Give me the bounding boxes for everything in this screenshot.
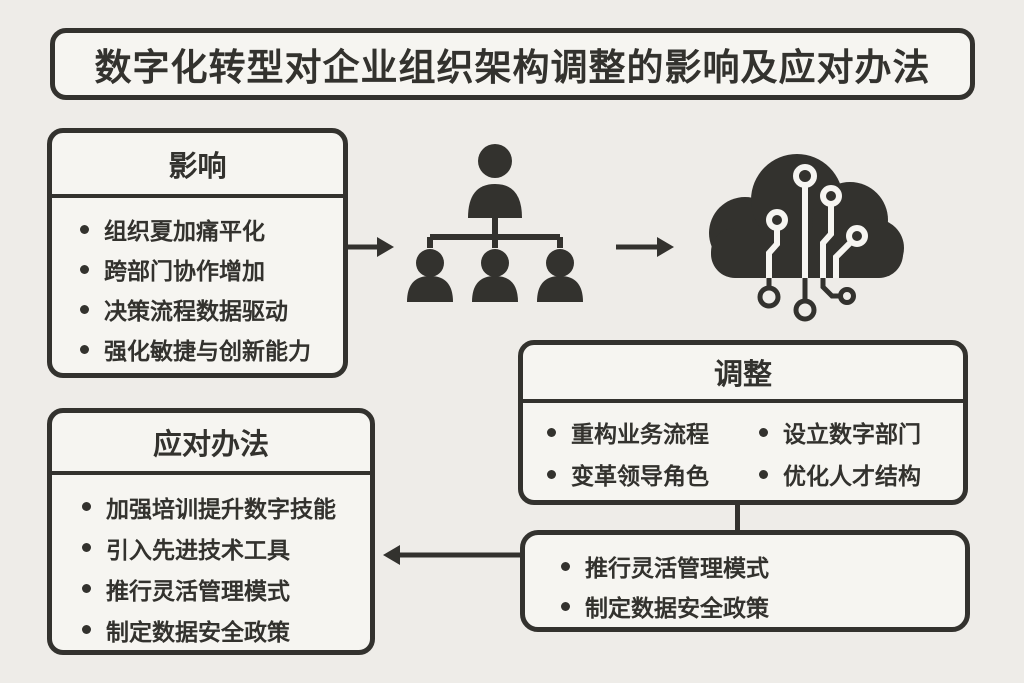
list-item-label: 组织夏加痛平化 <box>104 218 265 244</box>
list-item-label: 推行灵活管理模式 <box>585 555 769 581</box>
bullet-dot-icon <box>759 427 768 437</box>
list-item-label: 优化人才结构 <box>783 463 921 489</box>
bullet-dot-icon <box>759 469 768 479</box>
list-item-label: 变革领导角色 <box>571 463 709 489</box>
bullet-dot-icon <box>80 344 89 354</box>
list-item-label: 加强培训提升数字技能 <box>106 495 336 522</box>
list-item: 引入先进技术工具 <box>82 527 370 568</box>
response-list: 加强培训提升数字技能 引入先进技术工具 推行灵活管理模式 制定数据安全政策 <box>52 475 370 650</box>
list-item-label: 重构业务流程 <box>571 421 709 447</box>
list-item: 制定数据安全政策 <box>561 586 965 626</box>
arrow-right-icon <box>346 237 394 257</box>
bullet-dot-icon <box>80 304 89 314</box>
impact-list: 组织夏加痛平化 跨部门协作增加 决策流程数据驱动 强化敏捷与创新能力 <box>52 198 343 369</box>
list-item-label: 推行灵活管理模式 <box>106 577 290 604</box>
list-item: 推行灵活管理模式 <box>561 546 965 586</box>
connector-line <box>735 503 740 532</box>
list-item-label: 设立数字部门 <box>783 421 921 447</box>
response-panel: 应对办法 加强培训提升数字技能 引入先进技术工具 推行灵活管理模式 制定数据安全… <box>47 408 375 655</box>
list-item: 设立数字部门 <box>759 411 921 453</box>
list-item: 组织夏加痛平化 <box>80 209 343 249</box>
list-item: 重构业务流程 <box>547 411 759 453</box>
list-item: 强化敏捷与创新能力 <box>80 329 343 369</box>
list-item-label: 制定数据安全政策 <box>585 595 769 621</box>
bullet-dot-icon <box>547 427 556 437</box>
list-item-label: 决策流程数据驱动 <box>104 298 288 324</box>
bullet-dot-icon <box>82 584 91 593</box>
bullet-dot-icon <box>82 543 91 552</box>
org-chart-icon <box>407 144 583 302</box>
adjustment-actions-list: 推行灵活管理模式 制定数据安全政策 <box>525 535 965 626</box>
impact-panel-title: 影响 <box>52 133 343 198</box>
adjustment-list-left: 重构业务流程 变革领导角色 <box>547 411 759 495</box>
bullet-dot-icon <box>561 561 570 571</box>
cloud-circuit-icon <box>709 154 904 322</box>
list-item: 决策流程数据驱动 <box>80 289 343 329</box>
response-panel-title: 应对办法 <box>52 413 370 475</box>
list-item: 优化人才结构 <box>759 453 921 495</box>
list-item-label: 跨部门协作增加 <box>104 258 265 284</box>
bullet-dot-icon <box>80 224 89 234</box>
bullet-dot-icon <box>561 601 570 611</box>
list-item-label: 引入先进技术工具 <box>106 536 290 563</box>
adjustment-panel-title: 调整 <box>523 345 963 403</box>
arrow-right-icon <box>616 237 674 257</box>
list-item: 跨部门协作增加 <box>80 249 343 289</box>
list-item: 制定数据安全政策 <box>82 609 370 650</box>
arrow-left-icon <box>383 545 521 565</box>
bullet-dot-icon <box>82 625 91 634</box>
page-title: 数字化转型对企业组织架构调整的影响及应对办法 <box>94 47 931 88</box>
list-item: 变革领导角色 <box>547 453 759 495</box>
impact-panel: 影响 组织夏加痛平化 跨部门协作增加 决策流程数据驱动 强化敏捷与创新能力 <box>47 128 348 378</box>
bullet-dot-icon <box>547 469 556 479</box>
list-item: 加强培训提升数字技能 <box>82 486 370 527</box>
adjustment-actions-panel: 推行灵活管理模式 制定数据安全政策 <box>520 530 970 632</box>
adjustment-list-right: 设立数字部门 优化人才结构 <box>759 411 921 495</box>
list-item-label: 制定数据安全政策 <box>106 618 290 645</box>
bullet-dot-icon <box>80 264 89 274</box>
bullet-dot-icon <box>82 502 91 511</box>
adjustment-panel: 调整 重构业务流程 变革领导角色 设立数字部门 优化人才结构 <box>518 340 968 505</box>
list-item: 推行灵活管理模式 <box>82 568 370 609</box>
adjustment-columns: 重构业务流程 变革领导角色 设立数字部门 优化人才结构 <box>523 403 963 495</box>
list-item-label: 强化敏捷与创新能力 <box>104 338 311 364</box>
title-box: 数字化转型对企业组织架构调整的影响及应对办法 <box>50 28 975 100</box>
